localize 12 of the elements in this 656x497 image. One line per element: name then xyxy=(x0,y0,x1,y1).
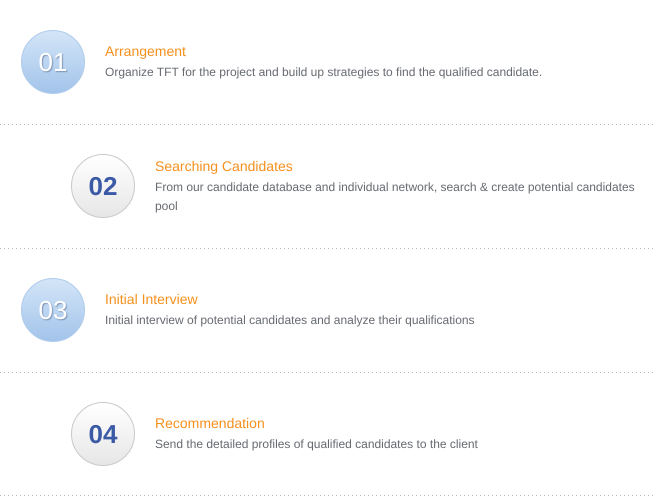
step-number: 03 xyxy=(38,295,68,325)
step-title: Recommendation xyxy=(155,414,265,432)
step-description: Send the detailed profiles of qualified candidates to the client xyxy=(155,436,478,453)
step-number: 01 xyxy=(38,47,68,77)
step-description: From our candidate database and individual network, search & create potential candidates pool xyxy=(155,178,636,214)
step-number: 04 xyxy=(88,419,118,449)
step-title: Arrangement xyxy=(105,42,186,60)
step-description: Organize TFT for the project and build up strategies to find the qualified candidate. xyxy=(105,64,542,81)
step-number: 02 xyxy=(88,171,118,201)
step-title: Searching Candidates xyxy=(155,156,293,174)
step-title: Initial Interview xyxy=(105,290,198,308)
step-description: Initial interview of potential candidates and analyze their qualifications xyxy=(105,312,475,329)
